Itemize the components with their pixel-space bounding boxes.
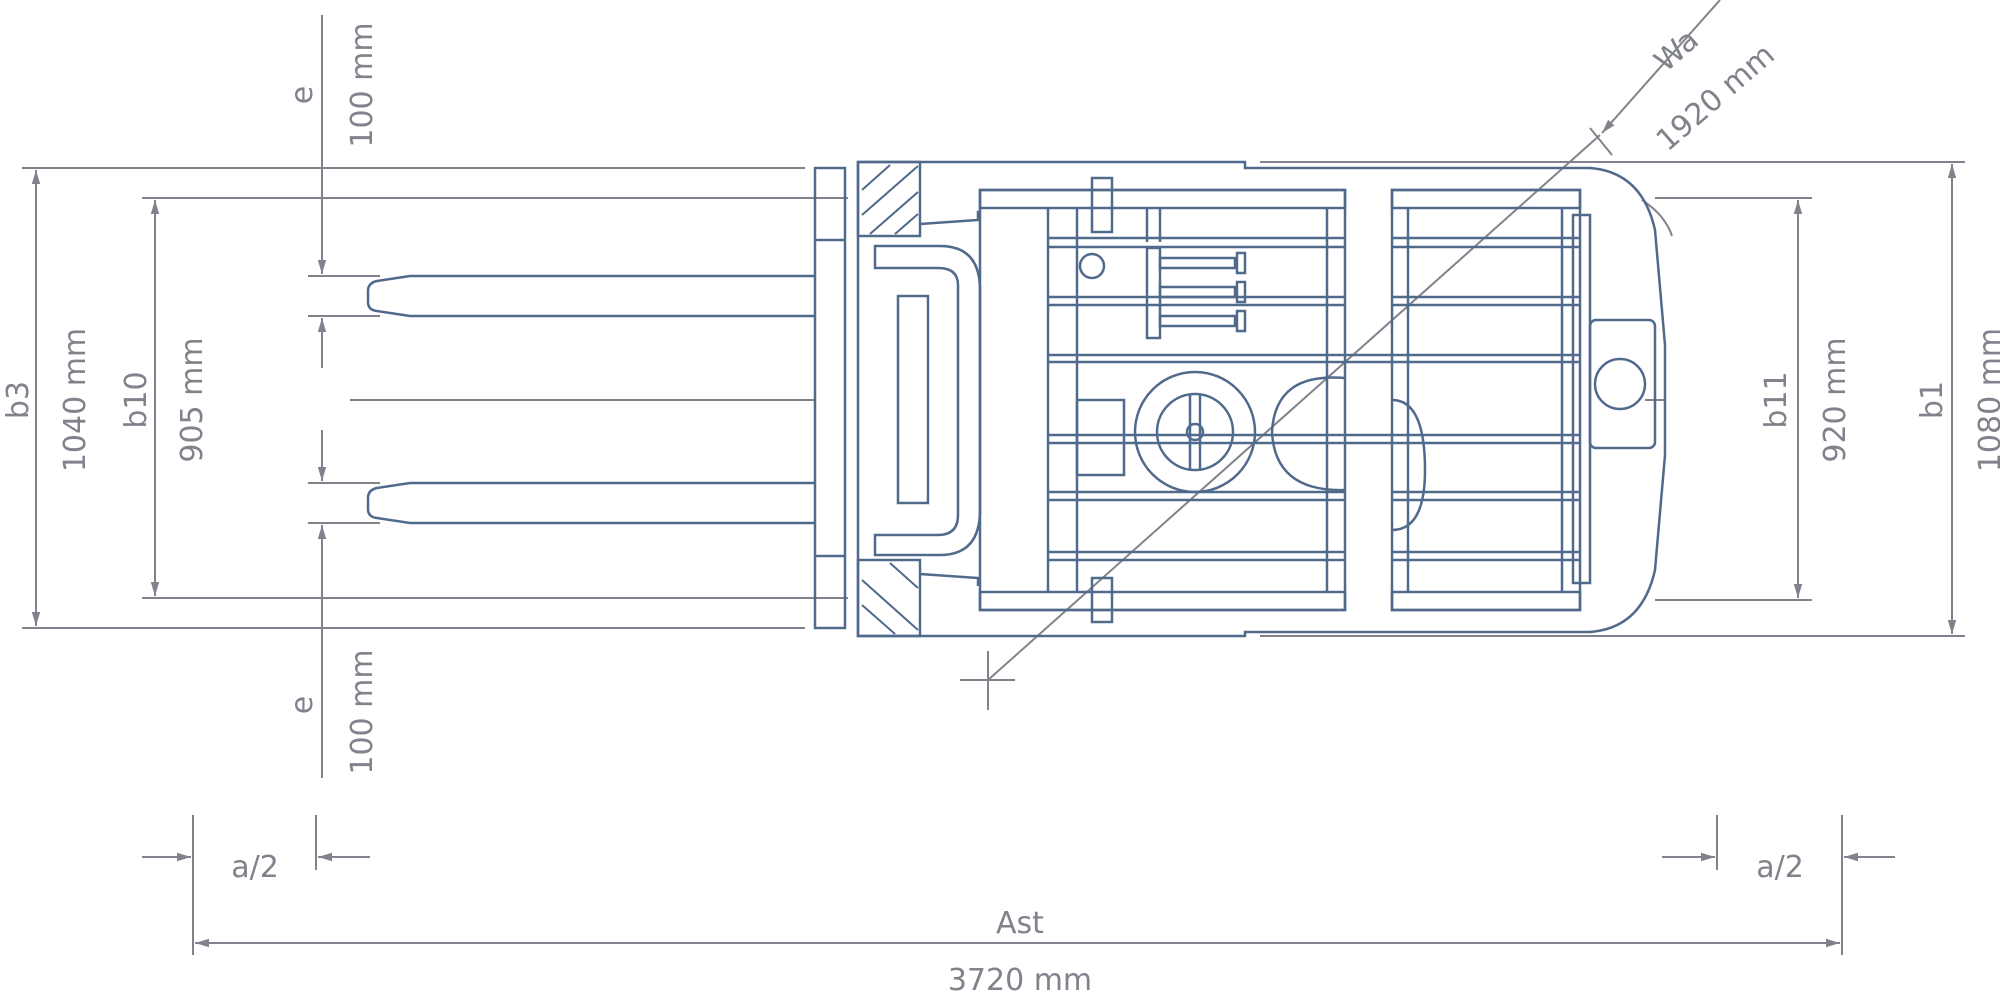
b1-symbol: b1 [1915,381,1950,419]
e-top-symbol: e [285,86,320,104]
a2-left-label: a/2 [231,850,279,885]
seat [1075,398,1126,477]
overhead-guard-front [873,244,982,557]
dimension-lines [22,0,1965,955]
hatched-block-bottom [856,558,922,638]
ast-symbol: Ast [996,906,1044,941]
forklift-outline [366,160,1667,638]
b3-value: 1040 mm [58,328,93,472]
b10-value: 905 mm [175,337,210,462]
carriage [813,166,847,630]
b11-value: 920 mm [1818,337,1853,462]
dimension-labels: e 100 mm e 100 mm b3 1040 mm b10 905 mm … [1,22,2000,993]
tow-pin [1593,357,1647,411]
a2-right-label: a/2 [1756,850,1804,885]
e-bottom-symbol: e [285,696,320,714]
ast-value: 3720 mm [948,963,1092,993]
fork-bottom [366,481,815,525]
chassis-outline [856,160,1667,638]
b3-symbol: b3 [1,381,36,419]
counterweight-hitch [1588,318,1657,450]
e-bottom-value: 100 mm [345,649,380,774]
b10-symbol: b10 [119,371,154,428]
steering-wheel [1133,370,1257,494]
mast-frame [978,188,1347,612]
b1-value: 1080 mm [1973,328,2000,472]
hatched-block-top [856,160,922,238]
fork-top [366,274,815,318]
e-top-value: 100 mm [345,22,380,147]
b11-symbol: b11 [1759,371,1794,428]
rear-frame [1390,188,1582,612]
